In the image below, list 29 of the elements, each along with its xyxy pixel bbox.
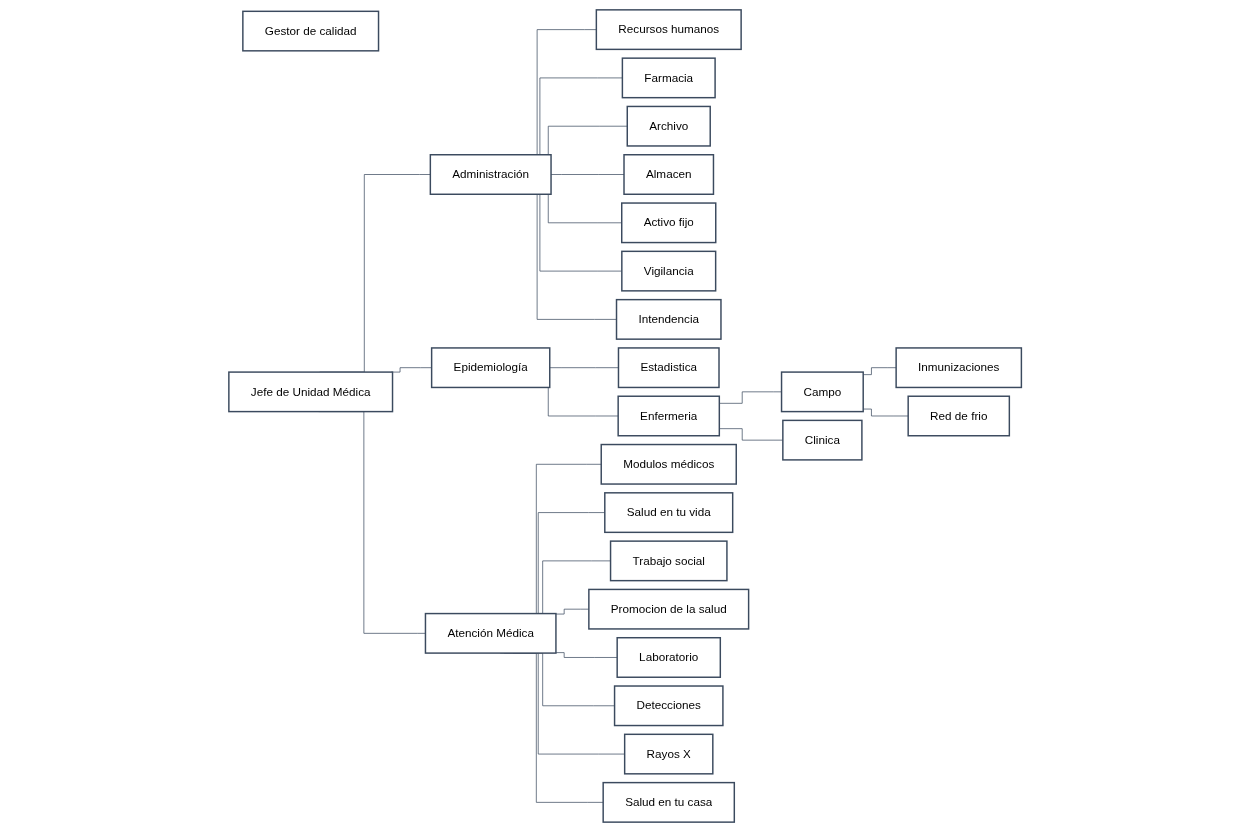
node-box: Intendencia <box>615 298 722 340</box>
node-box: Laboratorio <box>616 637 721 678</box>
node-box: Jefe de Unidad Médica <box>228 371 394 413</box>
node-box: Salud en tu vida <box>603 492 734 534</box>
node-box: Salud en tu casa <box>602 781 735 823</box>
node-box: Modulos médicos <box>600 443 737 485</box>
node-box: Administración <box>429 154 552 195</box>
node-box: Detecciones <box>613 685 724 727</box>
node-box: Campo <box>780 371 864 413</box>
node-box: Archivo <box>626 105 711 147</box>
node-box: Atención Médica <box>424 612 557 654</box>
node-box: Activo fijo <box>620 202 717 244</box>
connector <box>555 652 618 658</box>
node-box: Rayos X <box>623 733 714 775</box>
node-box: Gestor de calidad <box>242 10 380 52</box>
node-box: Epidemiología <box>430 347 551 389</box>
node-box: Recursos humanos <box>595 9 742 51</box>
node-box: Promocion de la salud <box>588 588 750 630</box>
node-box: Inmunizaciones <box>895 347 1022 389</box>
node-box: Almacen <box>623 154 715 195</box>
connector <box>549 367 619 369</box>
node-box: Vigilancia <box>621 250 717 292</box>
node-box: Clinica <box>782 419 863 461</box>
connector <box>390 367 432 373</box>
node-box: Trabajo social <box>609 540 728 582</box>
node-box: Enfermeria <box>617 395 720 437</box>
node-box: Estadistica <box>617 347 720 389</box>
node-box: Farmacia <box>621 57 716 99</box>
node-box: Red de frio <box>907 395 1010 437</box>
